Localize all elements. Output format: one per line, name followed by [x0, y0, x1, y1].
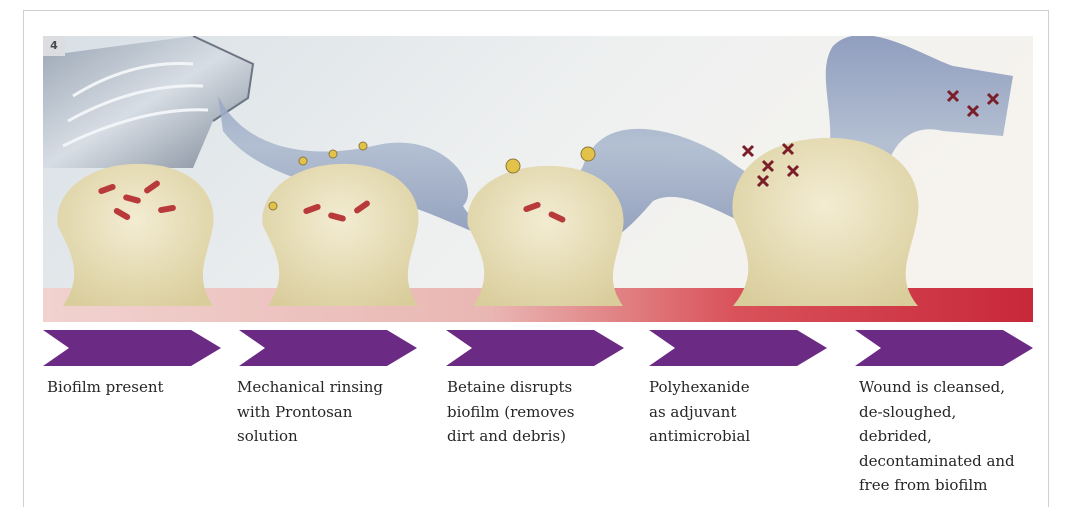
process-arrows [43, 330, 1033, 366]
step-label-mechanical-rinsing: Mechanical rinsing with Prontosan soluti… [237, 375, 383, 449]
process-arrow-3 [446, 330, 624, 366]
step-label-biofilm-present: Biofilm present [47, 375, 164, 400]
process-arrow-4 [649, 330, 827, 366]
step-labels: Biofilm present Mechanical rinsing with … [43, 375, 1033, 500]
biofilm-illustration: 4 [43, 36, 1033, 322]
process-arrow-2 [239, 330, 417, 366]
step-label-polyhexanide: Polyhexanide as adjuvant antimicrobial [649, 375, 750, 449]
process-arrow-5 [855, 330, 1033, 366]
process-arrow-1 [43, 330, 221, 366]
biofilm-illustration-svg [43, 36, 1033, 322]
step-label-betaine: Betaine disrupts biofilm (removes dirt a… [447, 375, 574, 449]
step-label-wound-cleansed: Wound is cleansed, de-sloughed, debrided… [859, 375, 1033, 498]
figure-number: 4 [43, 36, 65, 56]
